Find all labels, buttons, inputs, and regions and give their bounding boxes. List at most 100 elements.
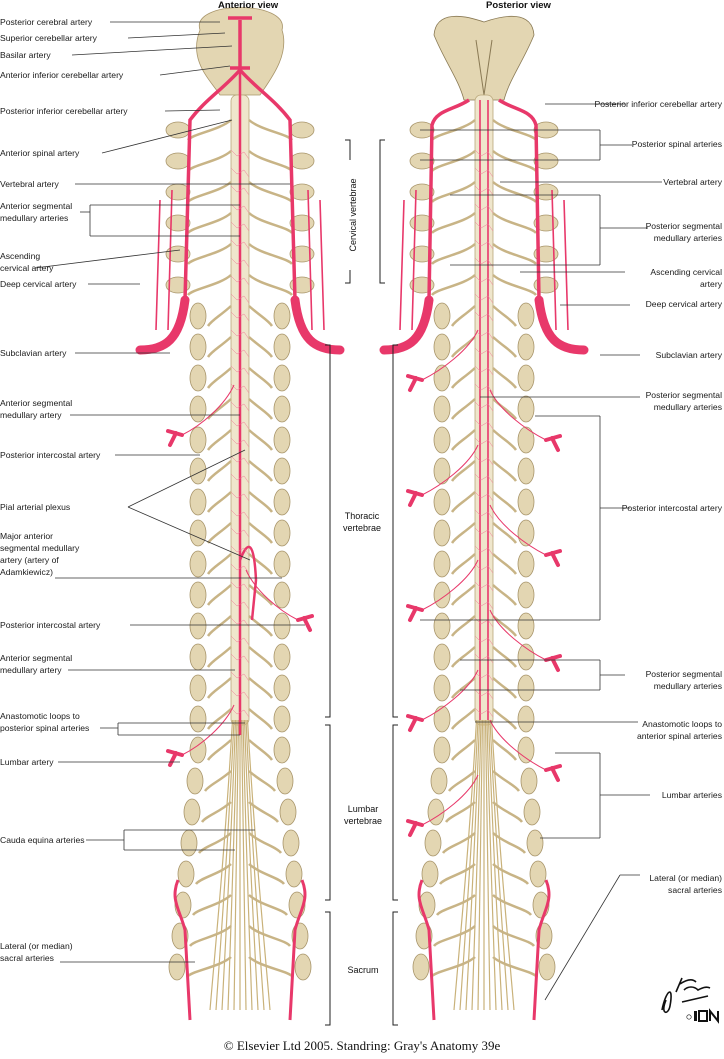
vertebra-segment [433,488,451,516]
leader-line [127,32,226,39]
vertebra-segment [189,395,207,423]
nerve-root [248,739,274,761]
vertebra-segment [433,333,451,361]
vertebra-segment [294,953,312,981]
pial-plexus-vessel [474,167,494,178]
nerve-root [447,770,476,792]
vertebra-segment [433,581,451,609]
cauda-equina-root [453,719,478,1011]
region-brackets [325,139,398,1026]
intercostal-artery-stub [544,549,562,567]
label-posterior-intercostal-artery-lower: Posterior intercostal artery [0,620,101,630]
nerve-root [450,615,476,637]
vertebral-basilar-arteries [183,16,297,301]
vertebra-segment [273,457,291,485]
nerve-root [206,367,232,389]
nerve-root [248,491,274,513]
vertebra-segment [273,581,291,609]
region-bracket [379,139,385,284]
pial-plexus-vessel [474,239,494,250]
nerve-root [492,708,518,730]
nerve-root [492,429,518,451]
segmental-medullary-artery [181,384,235,436]
vertebra-segment [273,333,291,361]
pial-plexus-vessel [474,707,494,718]
nerve-root [191,894,232,916]
region-bracket [392,724,398,901]
pial-plexus-vessel [230,671,250,682]
pial-plexus-vessel [474,257,494,268]
copyright-caption: © Elsevier Ltd 2005. Standring: Gray's A… [223,1038,501,1053]
pial-plexus-vessel [474,527,494,538]
nerve-root [444,801,476,823]
label-posterior-inferior-cerebellar-artery: Posterior inferior cerebellar artery [0,106,128,116]
leader-line [101,119,233,154]
vertebra-segment [180,829,198,857]
vertebra-segment [529,860,547,888]
region-sacrum: Sacrum [338,964,388,976]
nerve-root [248,212,294,234]
nerve-root [450,305,476,327]
nerve-root [492,615,518,637]
cervical-artery [155,189,173,331]
vertebra-segment [412,953,430,981]
cauda-equina-root [459,719,479,1011]
cauda-equina-root [490,719,515,1011]
sacral-artery [417,879,436,1021]
label-ascending-cervical-artery-post: Ascending cervical artery [650,267,722,289]
vertebra-segment [433,426,451,454]
nerve-root [430,119,476,141]
nerve-root [248,646,274,668]
cauda-equina-root [486,719,497,1011]
label-sacral-arteries: Lateral (or median) sacral arteries [0,941,73,963]
vertebra-segment [165,245,191,263]
nerve-root [248,305,274,327]
nerve-root [450,429,476,451]
nerve-root [492,274,538,296]
pial-plexus-vessel [230,311,250,322]
segmental-medullary-artery [421,329,479,381]
nerve-root [248,181,294,203]
sacral-artery [532,879,551,1021]
segmental-medullary-artery [489,719,547,771]
vertebra-segment [289,214,315,232]
segmental-medullary-artery [421,559,479,611]
pial-plexus-vessel [474,491,494,502]
nerve-root [248,584,274,606]
vertebra-segment [517,674,535,702]
vertebra-segment [189,302,207,330]
nerve-root [450,708,476,730]
pial-plexus-vessel [230,257,250,268]
intercostal-artery-stub [406,604,424,622]
nerve-root [248,925,292,947]
label-anterior-segmental-medullary-arteries: Anterior segmental medullary arteries [0,201,73,223]
pial-plexus-vessel [230,347,250,358]
pial-plexus-vessel [474,329,494,340]
segmental-medullary-artery [245,569,299,621]
pial-plexus-vessel [230,185,250,196]
vertebra-segment [189,736,207,764]
nerve-root [248,367,274,389]
vertebra-segment [189,643,207,671]
nerve-root [203,770,232,792]
segmental-medullary-artery [489,504,547,556]
nerve-root [492,150,538,172]
cauda-equina-root [246,719,271,1011]
label-superior-cerebellar-artery: Superior cerebellar artery [0,33,97,43]
vertebra-segment [285,860,303,888]
cauda-equina-root [245,719,265,1011]
nerve-root [248,274,294,296]
region-bracket [392,911,398,1026]
pial-plexus-vessel [474,293,494,304]
nerve-root [186,212,232,234]
leader-line [127,506,251,561]
pial-plexus-vessel [230,221,250,232]
vertebra-segment [289,245,315,263]
nerve-root [206,739,232,761]
vertebra-segment [289,121,315,139]
label-anastomotic-loops-anterior: Anastomotic loops to anterior spinal art… [636,719,722,741]
vertebra-segment [165,214,191,232]
nerve-root [188,925,232,947]
vertebra-segment [189,581,207,609]
nerve-root [435,894,476,916]
